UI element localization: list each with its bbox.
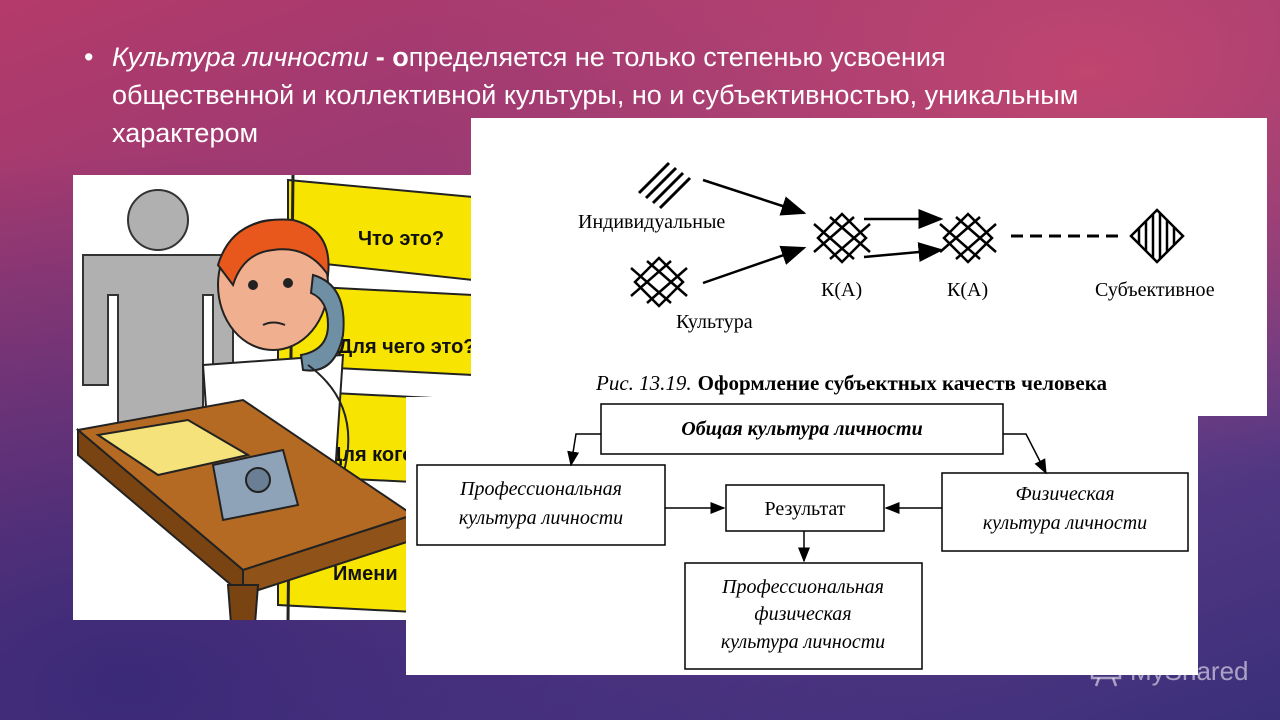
label-individual: Индивидуальные bbox=[578, 211, 725, 233]
top-diagram-svg: Индивидуальные Культура К(А) К(А) bbox=[578, 161, 1215, 395]
caption-prefix: Рис. 13.19. bbox=[595, 371, 692, 395]
prof-phys-line2: физическая bbox=[754, 603, 851, 625]
term: Культура личности bbox=[112, 42, 369, 72]
figure-caption: Рис. 13.19.Оформление субъектных качеств… bbox=[595, 371, 1107, 395]
sign-label-1: Что это? bbox=[358, 228, 444, 250]
box-general-culture bbox=[600, 403, 1004, 455]
definition: пределяется не только степенью усвоения … bbox=[112, 42, 1079, 148]
slide-bullet: • Культура личности - определяется не то… bbox=[84, 38, 1134, 152]
ka-diamond-icon-1 bbox=[813, 212, 871, 264]
prof-phys-line1: Профессиональная bbox=[721, 576, 884, 598]
label-ka-2: К(А) bbox=[947, 279, 988, 301]
striped-diamond-icon bbox=[1129, 208, 1185, 264]
term-dash: - о bbox=[368, 42, 409, 72]
sign-label-3: Для кого? bbox=[328, 444, 427, 466]
culture-structure-diagram: Общая культура личности Профессиональная… bbox=[406, 397, 1198, 675]
sign-label-2: Для чего это? bbox=[338, 336, 473, 358]
presentation-icon bbox=[1090, 658, 1122, 687]
hatch-icon bbox=[637, 161, 692, 210]
box-result bbox=[725, 484, 885, 532]
box-physical-culture bbox=[941, 472, 1189, 552]
caption-text: Оформление субъектных качеств человека bbox=[698, 371, 1108, 395]
box-professional-physical-culture bbox=[684, 562, 923, 670]
physical-culture-line2: культура личности bbox=[983, 512, 1147, 534]
result-label: Результат bbox=[764, 498, 845, 520]
bullet-symbol: • bbox=[84, 42, 94, 72]
subjective-qualities-diagram: Индивидуальные Культура К(А) К(А) bbox=[471, 118, 1267, 416]
prof-phys-line3: культура личности bbox=[721, 631, 885, 653]
ka-diamond-icon-2 bbox=[939, 212, 997, 264]
desk bbox=[75, 398, 416, 651]
physical-culture-line1: Физическая bbox=[1015, 483, 1114, 505]
box-professional-culture bbox=[416, 464, 666, 546]
label-ka-1: К(А) bbox=[821, 279, 862, 301]
watermark-text: MyShared bbox=[1130, 656, 1249, 686]
professional-culture-line1: Профессиональная bbox=[459, 478, 622, 500]
label-culture: Культура bbox=[676, 311, 753, 333]
bullet-body: Культура личности - определяется не толь… bbox=[112, 38, 1134, 152]
crossed-diamond-icon bbox=[630, 256, 688, 308]
professional-culture-line2: культура личности bbox=[459, 507, 623, 529]
label-subjective: Субъективное bbox=[1095, 279, 1215, 301]
gray-silhouette bbox=[82, 189, 234, 436]
bottom-diagram-svg: Общая культура личности Профессиональная… bbox=[416, 403, 1189, 670]
general-culture-label: Общая культура личности bbox=[681, 418, 922, 440]
sign-label-4: Имени bbox=[333, 563, 398, 585]
